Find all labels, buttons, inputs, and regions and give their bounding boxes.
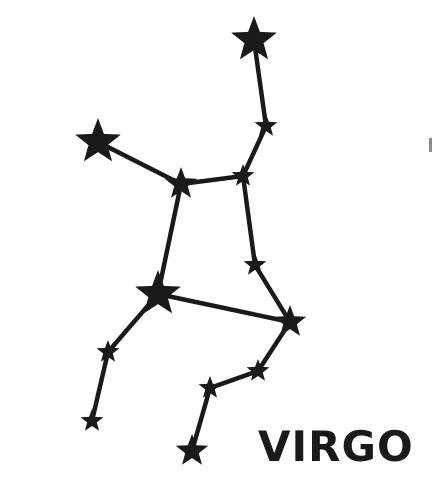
constellation-name: VIRGO	[258, 422, 414, 471]
star-upper-right-icon	[254, 114, 278, 136]
connection-line	[240, 173, 258, 268]
connection-line	[252, 262, 293, 325]
connection-line	[89, 349, 111, 424]
constellation-lines	[89, 37, 293, 454]
connection-line	[155, 291, 293, 325]
star-shoulder-left-icon	[164, 167, 198, 198]
connection-line	[95, 139, 184, 187]
connection-line	[240, 123, 269, 179]
star-shoulder-right-icon	[231, 164, 255, 186]
constellation-stars	[75, 16, 307, 465]
connection-line	[251, 37, 269, 129]
star-leg-left-upper-icon	[96, 340, 120, 362]
connection-line	[189, 385, 213, 454]
star-leg-right-shin-icon	[198, 376, 222, 398]
star-center-icon	[135, 270, 181, 314]
star-leg-right-knee-icon	[246, 359, 270, 381]
star-left-icon	[75, 118, 121, 162]
edge-fragment	[429, 138, 432, 152]
star-leg-left-foot-icon	[80, 409, 104, 431]
star-hip-right-icon	[273, 305, 307, 336]
star-right-mid-icon	[243, 253, 267, 275]
connection-line	[155, 181, 184, 297]
star-leg-right-foot-icon	[175, 434, 209, 465]
star-top-icon	[231, 16, 277, 60]
